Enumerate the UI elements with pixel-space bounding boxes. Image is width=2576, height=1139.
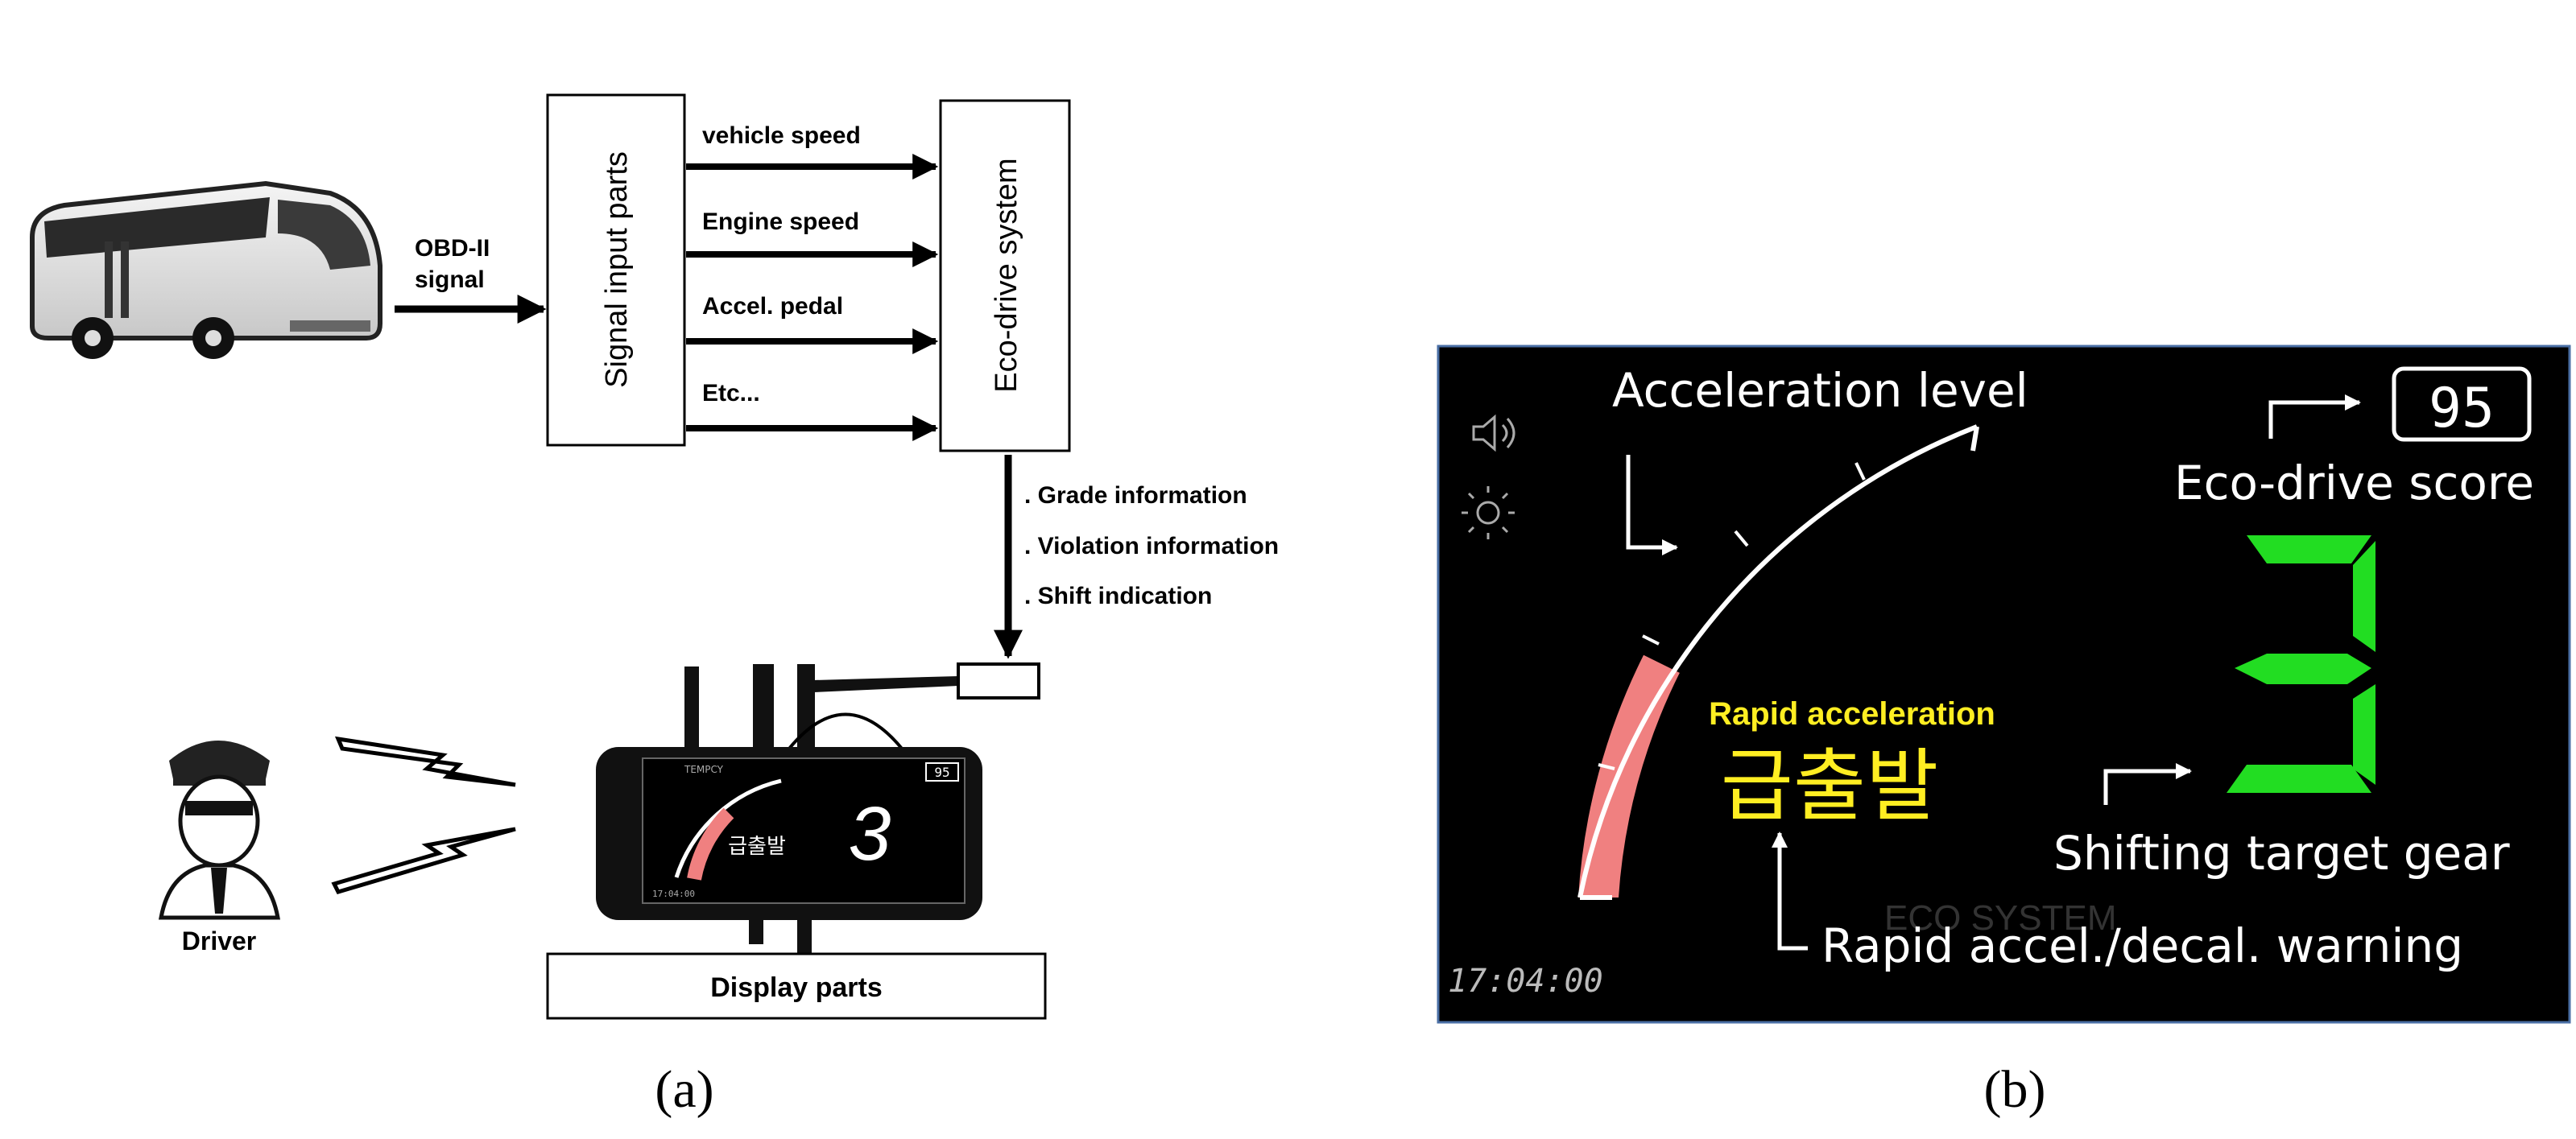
eco-drive-label: Eco-drive system [990, 158, 1023, 392]
caption-a: (a) [655, 1060, 713, 1119]
obd-label-line2: signal [415, 266, 485, 293]
score-box [2392, 366, 2532, 442]
warning-label: Rapid accel./decal. warning [1821, 918, 2463, 973]
wireless-signal-icon [334, 736, 516, 787]
device-warning: 급출발 [728, 835, 786, 859]
device-score: 95 [934, 765, 949, 780]
output-grade: . Grade information [1024, 482, 1247, 509]
bus-icon [30, 180, 382, 359]
rapid-acceleration-label: Rapid acceleration [1709, 696, 1995, 732]
time-display: 17:04:00 [1448, 963, 1603, 1000]
display-parts-box [546, 952, 1047, 1020]
gauge-outer-arc [1577, 424, 1979, 898]
signal-etc: Etc... [702, 380, 760, 406]
brightness-icon [1462, 486, 1515, 539]
warning-pointer-base [1777, 924, 1808, 951]
gauge-tick [1642, 634, 1660, 646]
gauge-tick [1734, 530, 1749, 547]
display-parts-label: Display parts [710, 972, 883, 1003]
acceleration-pointer [1626, 455, 1678, 555]
output-shift: . Shift indication [1024, 583, 1212, 609]
gear-pointer [2103, 763, 2192, 805]
output-violation: . Violation information [1024, 533, 1279, 559]
panel-b: Acceleration level 95 Eco-drive score 3 … [1437, 345, 2571, 1119]
device-gear: 3 [849, 791, 891, 877]
caption-b: (b) [1984, 1060, 2046, 1119]
watermark: ECO SYSTEM [1884, 898, 2117, 938]
obd-label-line1: OBD-II [415, 235, 490, 262]
signal-vehicle-speed: vehicle speed [702, 122, 861, 149]
driver-icon [159, 741, 280, 920]
acceleration-gauge [1577, 424, 1979, 900]
display-device: TEMPCY 95 3 급출발 17:04:00 [596, 662, 1040, 956]
panel-a: OBD-II signal Signal input parts Eco-dri… [30, 93, 1279, 1119]
device-time: 17:04:00 [652, 889, 695, 899]
signal-input-label: Signal input parts [600, 151, 634, 388]
acceleration-label: Acceleration level [1612, 363, 2028, 418]
signal-input-box [546, 93, 686, 447]
signal-accel-pedal: Accel. pedal [702, 293, 843, 320]
acceleration-fill [1578, 654, 1680, 898]
gauge-tick [1854, 462, 1866, 481]
gauge-top-tick [1970, 426, 1979, 452]
score-pointer [2268, 394, 2361, 439]
eco-drive-box [939, 99, 1071, 452]
driver-label: Driver [182, 926, 257, 955]
korean-warning: 급출발 [1721, 741, 1938, 832]
device-brand: TEMPCY [684, 764, 724, 775]
score-value: 95 [2429, 377, 2495, 440]
gauge-tick [1598, 763, 1615, 770]
shift-label: Shifting target gear [2053, 826, 2510, 881]
wireless-signal-icon [331, 827, 516, 894]
gear-display: 3 [2227, 535, 2375, 793]
signal-engine-speed: Engine speed [702, 208, 859, 235]
speaker-icon [1472, 414, 1515, 452]
score-label: Eco-drive score [2174, 456, 2534, 510]
